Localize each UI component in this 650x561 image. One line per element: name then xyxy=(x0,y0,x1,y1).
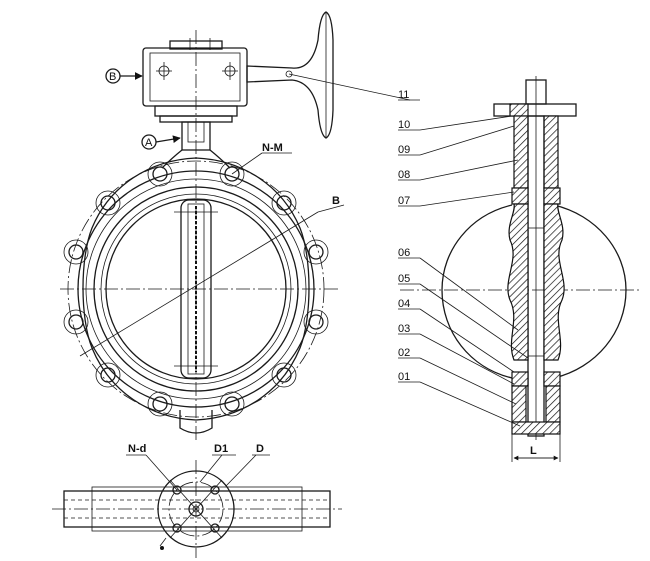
view-a-label: A xyxy=(145,137,153,149)
callout-08: 08 xyxy=(398,169,410,181)
callout-10: 10 xyxy=(398,119,410,131)
length-l-label: L xyxy=(530,445,537,457)
callout-05: 05 xyxy=(398,273,410,285)
holes-n-d-label: N-d xyxy=(128,443,146,455)
callout-07: 07 xyxy=(398,195,410,207)
callout-09: 09 xyxy=(398,144,410,156)
view-a-marker: A xyxy=(141,134,181,150)
d1-label: D1 xyxy=(214,443,228,455)
diameter-b-label: B xyxy=(332,195,340,207)
d-label: D xyxy=(256,443,264,455)
valve-body-top-view: N-d D1 D xyxy=(52,443,342,558)
valve-body-front: B N-M xyxy=(60,142,345,434)
callout-06: 06 xyxy=(398,247,410,259)
callout-02: 02 xyxy=(398,347,410,359)
lug-holes xyxy=(63,161,329,417)
callout-01: 01 xyxy=(398,371,410,383)
section-view: L xyxy=(400,76,640,462)
view-b-label: B xyxy=(109,71,116,83)
thread-n-m-label: N-M xyxy=(262,142,283,154)
callout-04: 04 xyxy=(398,298,410,310)
callout-03: 03 xyxy=(398,323,410,335)
callout-11: 11 xyxy=(398,89,409,101)
part-callouts: 11 10 09 08 07 06 05 04 03 02 xyxy=(288,73,529,427)
view-b-marker: B xyxy=(105,68,143,84)
